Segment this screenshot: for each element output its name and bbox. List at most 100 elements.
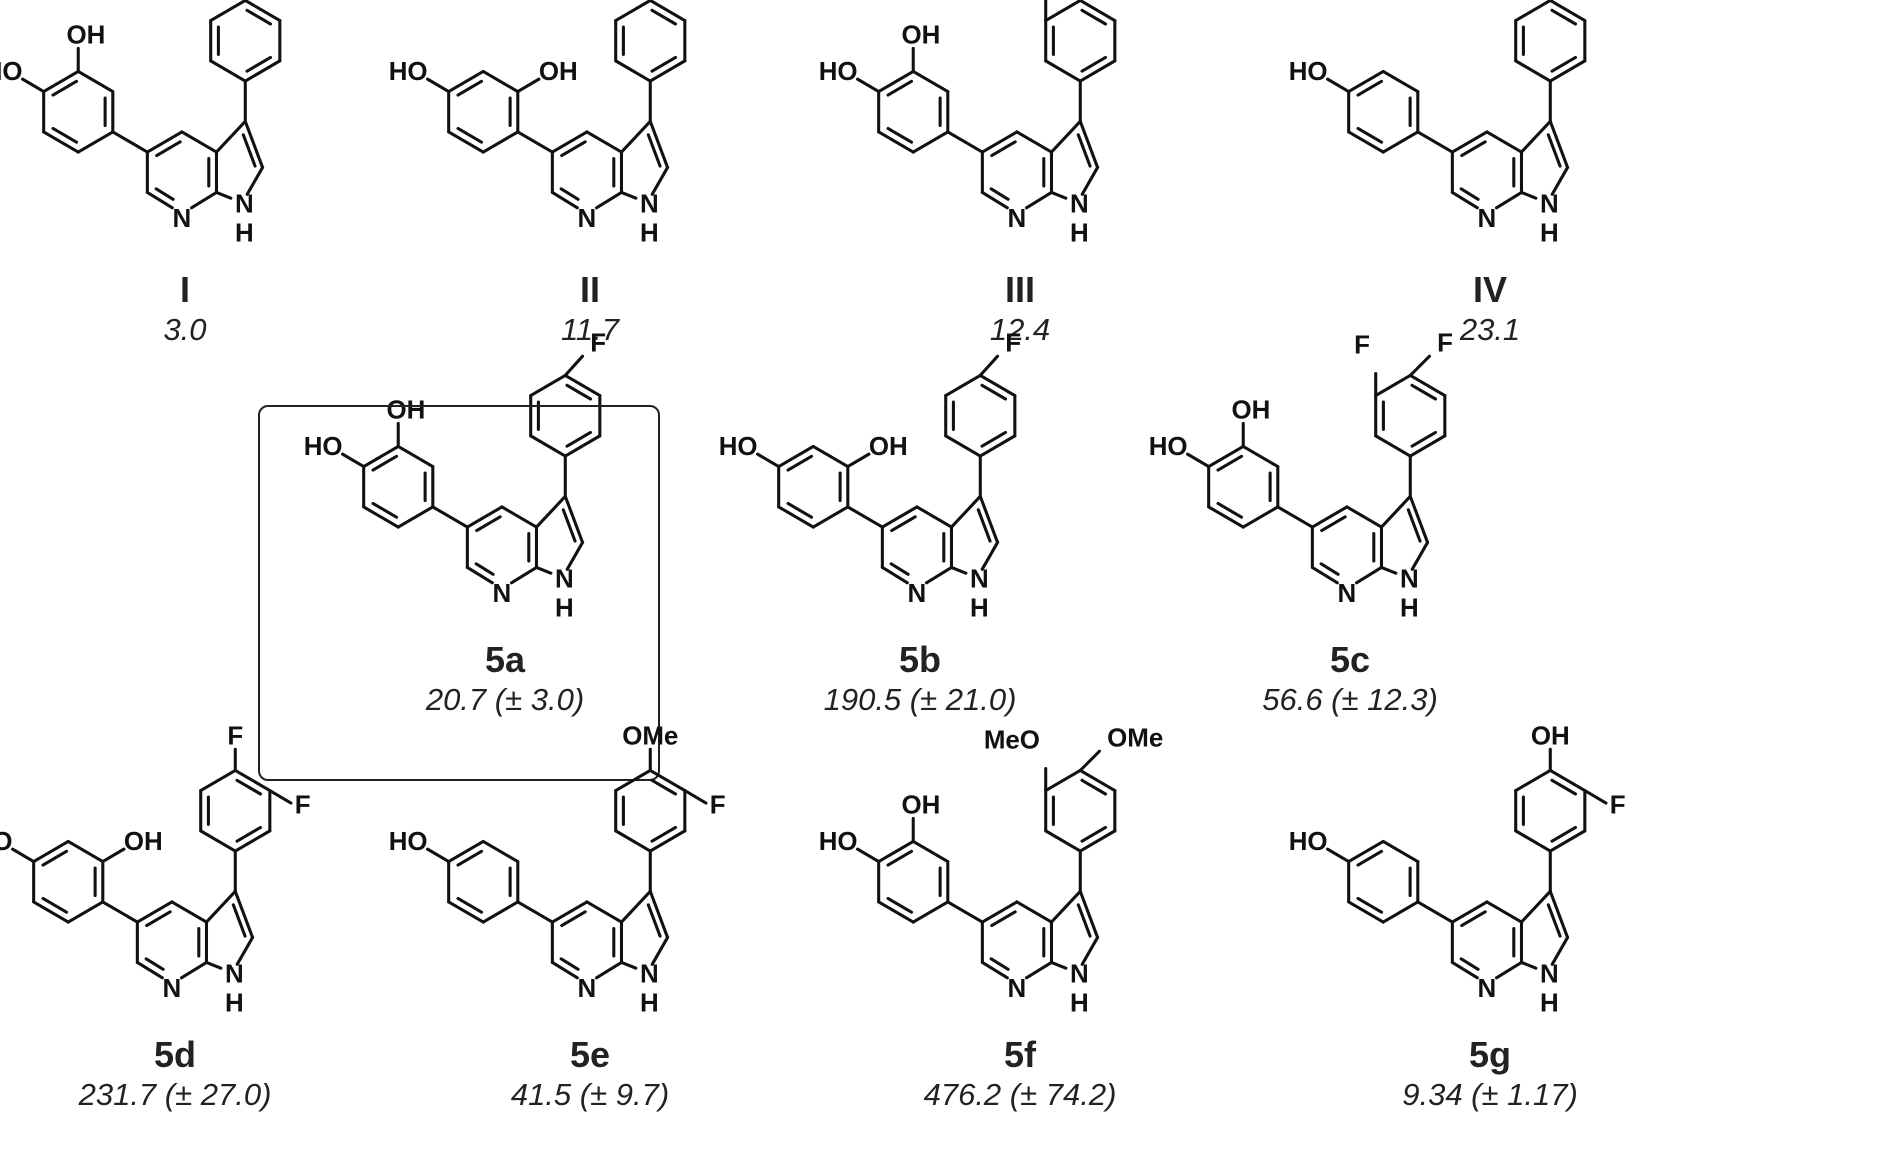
pyridine-n-label: N — [1007, 975, 1026, 1003]
bond — [1024, 191, 1053, 210]
bond — [1408, 495, 1429, 545]
bond — [1344, 505, 1383, 529]
pyridine-n-label: N — [907, 580, 926, 608]
ring-b-top-label: OH — [1530, 723, 1569, 751]
double-bond — [980, 383, 1007, 401]
double-bond — [1356, 849, 1383, 867]
bond — [481, 70, 519, 94]
bond — [980, 191, 1009, 210]
bond — [361, 445, 400, 469]
double-bond — [980, 431, 1007, 448]
pyrrole-h-label: H — [640, 220, 659, 248]
bond — [135, 900, 174, 924]
double-bond — [1459, 910, 1487, 928]
bond — [1049, 191, 1068, 200]
pyrrole-h-label: H — [640, 990, 659, 1018]
double-bond — [474, 515, 502, 533]
double-bond — [144, 957, 165, 972]
bond — [613, 829, 652, 853]
double-bond — [1080, 56, 1107, 73]
bond — [446, 130, 485, 154]
bond — [619, 961, 638, 970]
double-bond — [1356, 127, 1383, 144]
ring-a-top-label: OH — [901, 792, 940, 820]
bond — [776, 445, 815, 469]
bond — [855, 847, 880, 864]
bond — [980, 541, 999, 572]
double-bond — [231, 903, 247, 938]
bond — [145, 130, 184, 154]
bond — [1346, 900, 1385, 924]
pyrrole-h-label: H — [1540, 220, 1559, 248]
bond — [1450, 961, 1479, 980]
double-bond — [154, 140, 182, 158]
bond — [243, 0, 281, 23]
bond — [66, 840, 104, 864]
bond — [1078, 120, 1099, 170]
bond — [1415, 900, 1454, 924]
pyrrole-nh-label: N — [1540, 961, 1559, 989]
bond — [1381, 70, 1419, 94]
bond — [845, 505, 884, 529]
bond — [619, 120, 652, 154]
ring-b-top-label: F — [1005, 330, 1021, 358]
ring-a-left-label: HO — [718, 433, 757, 461]
pyrrole-nh-label: N — [970, 566, 989, 594]
double-bond — [51, 127, 78, 144]
bond — [945, 900, 984, 924]
bond — [233, 890, 254, 940]
bond — [425, 77, 450, 94]
bond — [1185, 452, 1210, 469]
double-bond — [1550, 778, 1577, 796]
bond — [619, 890, 652, 924]
bond — [978, 354, 999, 378]
bond — [1381, 840, 1419, 864]
pyridine-n-label: N — [1337, 580, 1356, 608]
double-bond — [650, 778, 677, 796]
bond — [563, 495, 584, 545]
compound-value: 20.7 (± 3.0) — [425, 682, 585, 717]
bond — [1078, 890, 1099, 940]
bond — [31, 900, 70, 924]
bond — [509, 566, 538, 585]
bond — [214, 120, 247, 154]
double-bond — [245, 8, 272, 26]
compound-id: 5f — [1003, 1034, 1036, 1075]
bond — [515, 77, 541, 94]
compound-value: 12.4 — [989, 312, 1051, 347]
double-bond — [1216, 454, 1243, 472]
bond — [584, 130, 623, 154]
bond — [648, 59, 686, 83]
bond — [465, 505, 504, 529]
bond — [619, 191, 638, 200]
double-bond — [886, 897, 913, 914]
bond — [235, 936, 254, 967]
double-bond — [1550, 56, 1577, 73]
bond — [179, 961, 208, 980]
bond — [1346, 130, 1385, 154]
compound-value: 41.5 (± 9.7) — [510, 1077, 670, 1112]
bond — [1043, 829, 1082, 853]
structure-III: NNHOHHOOHHO — [818, 0, 1116, 248]
bond — [1548, 890, 1569, 940]
compound-id: II — [579, 269, 600, 310]
bond — [208, 59, 247, 83]
bond — [1078, 0, 1116, 23]
double-bond — [235, 778, 262, 796]
compound-value: 190.5 (± 21.0) — [823, 682, 1017, 717]
bond — [1078, 829, 1116, 853]
double-bond — [41, 897, 68, 914]
bond — [534, 566, 553, 575]
double-bond — [1356, 79, 1383, 97]
bond — [1408, 374, 1446, 398]
structure-II: NNHOHHOOH — [388, 0, 686, 248]
bond — [650, 936, 669, 967]
bond — [876, 130, 915, 154]
pyrrole-nh-label: N — [640, 191, 659, 219]
bond — [1548, 0, 1586, 23]
bond — [534, 495, 567, 529]
